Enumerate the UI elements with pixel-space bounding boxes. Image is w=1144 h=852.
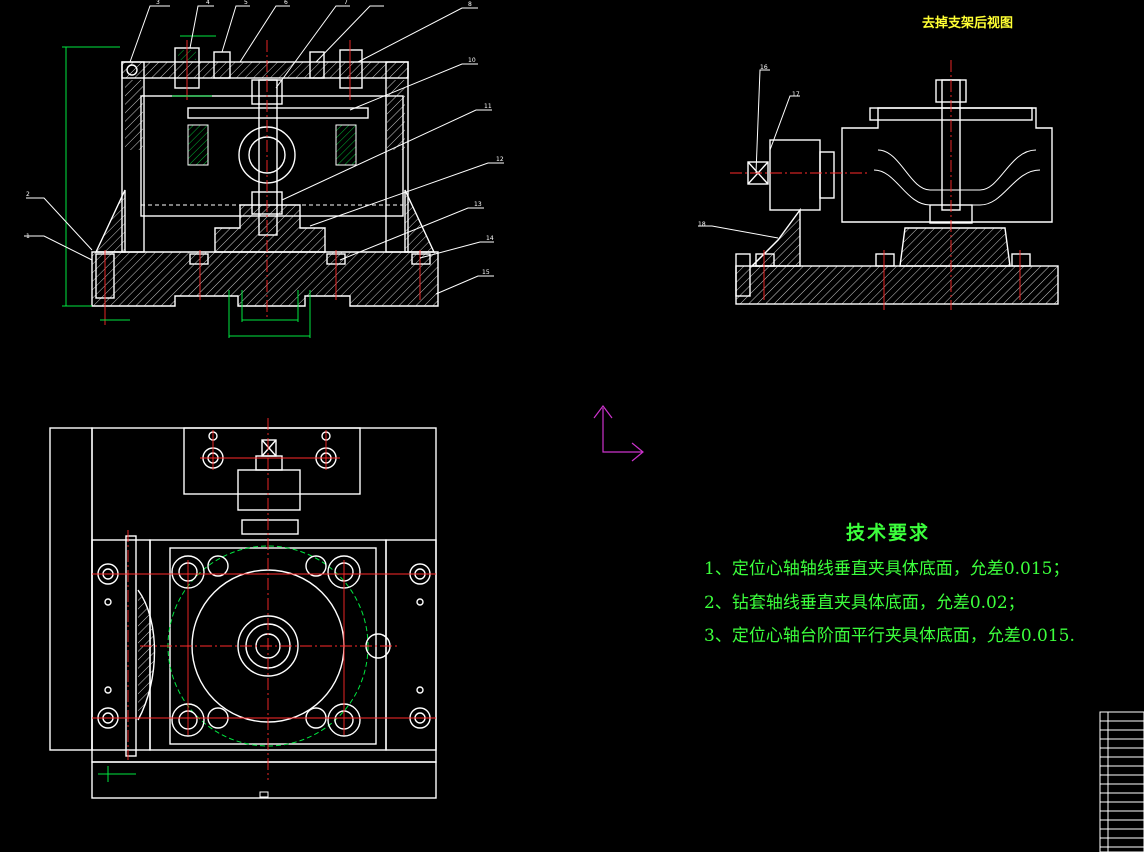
leader-number: 15 [482,269,490,276]
leader-number: 8 [468,1,472,8]
leader-number: 1 [26,233,30,240]
leader-number: 3 [156,0,160,6]
rear-view [698,60,1059,310]
rear-view-title: 去掉支架后视图 [922,16,1014,31]
technical-requirement-item: 1、定位心轴轴线垂直夹具体底面，允差0.015； [704,559,1070,579]
leader-number: 5 [244,0,248,6]
leader-number: 17 [792,91,800,98]
leader-number-labels: 1 2 3 4 5 6 7 8 10 11 12 13 14 15 16 17 … [26,0,800,276]
plan-view [49,418,437,799]
leader-number: 4 [206,0,210,6]
front-section-view [24,5,504,338]
leader-number: 13 [474,201,482,208]
leader-number: 7 [344,0,348,6]
leader-number: 18 [698,221,706,228]
technical-requirement-item: 2、钻套轴线垂直夹具体底面，允差0.02； [704,593,1025,613]
leader-number: 12 [496,156,504,163]
leader-number: 11 [484,103,492,110]
leader-number: 6 [284,0,288,6]
technical-requirement-item: 3、定位心轴台阶面平行夹具体底面，允差0.015. [704,626,1075,646]
technical-requirements-title: 技术要求 [846,522,931,544]
leader-number: 2 [26,191,30,198]
title-block [1099,711,1144,852]
leader-number: 16 [760,64,768,71]
leader-number: 10 [468,57,476,64]
leader-number: 14 [486,235,494,242]
ucs-icon [593,405,644,462]
